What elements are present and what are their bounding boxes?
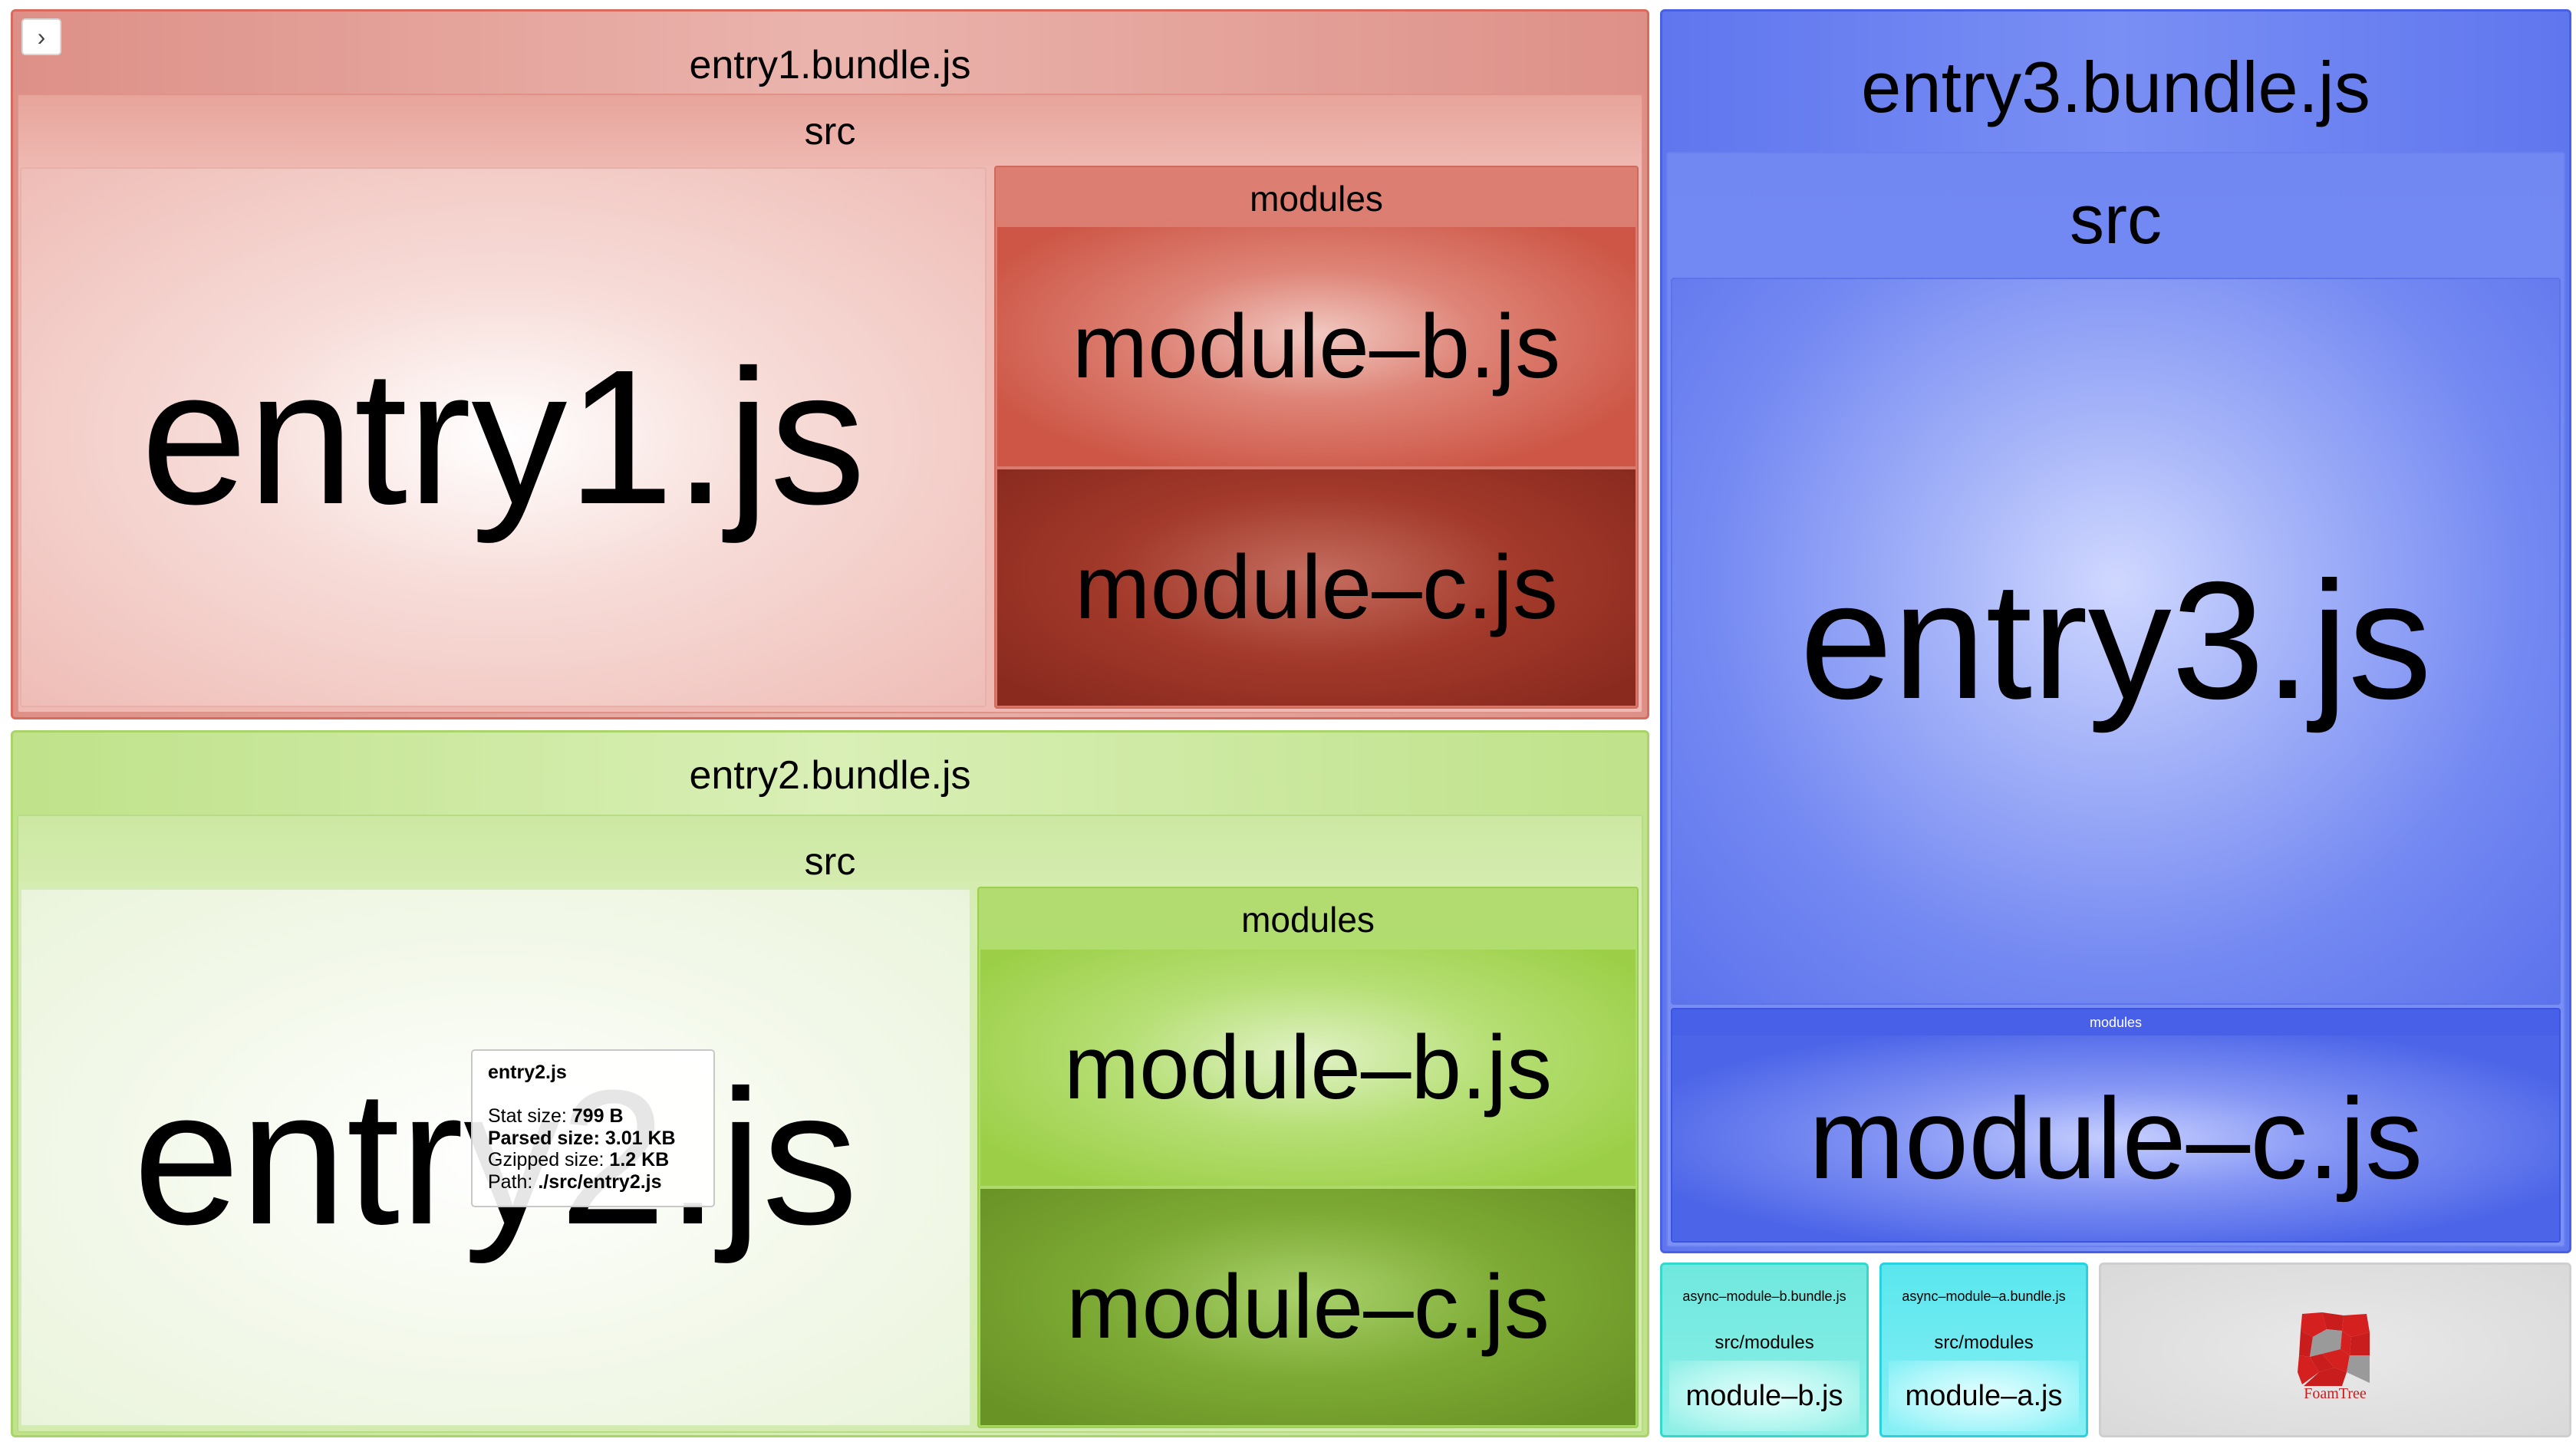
folder-label: src/modules — [1934, 1332, 2034, 1353]
foamtree-logo-icon — [2298, 1312, 2370, 1386]
module-b-async[interactable]: module–b.js — [1669, 1361, 1860, 1431]
tooltip-label: Stat size: — [488, 1105, 567, 1127]
folder-label: src/modules — [1715, 1332, 1814, 1353]
folder-label: src — [2070, 182, 2162, 258]
chevron-right-icon: › — [37, 23, 46, 51]
module-b-entry1[interactable]: module–b.js — [997, 227, 1636, 466]
foamtree-logo-text: FoamTree — [2304, 1385, 2367, 1402]
module-label: entry1.js — [140, 330, 866, 544]
module-c-entry2[interactable]: module–c.js — [980, 1189, 1636, 1425]
tooltip-value: 1.2 KB — [609, 1149, 670, 1171]
module-b-entry2[interactable]: module–b.js — [980, 950, 1636, 1186]
tooltip-label: Path: — [488, 1171, 533, 1193]
tooltip-label: Gzipped size: — [488, 1149, 604, 1171]
tooltip-gzipped-size: Gzipped size: 1.2 KB — [488, 1149, 698, 1171]
tooltip-path: Path: ./src/entry2.js — [488, 1171, 698, 1193]
bundle-title: async–module–a.bundle.js — [1902, 1289, 2066, 1304]
tooltip-stat-size: Stat size: 799 B — [488, 1105, 698, 1128]
module-label: module–a.js — [1905, 1380, 2063, 1412]
bundle-title: async–module–b.bundle.js — [1682, 1289, 1846, 1304]
tooltip-parsed-size: Parsed size: 3.01 KB — [488, 1128, 698, 1150]
tooltip-title: entry2.js — [488, 1062, 567, 1083]
module-label: module–c.js — [1075, 537, 1558, 638]
bundle-title: entry3.bundle.js — [1861, 47, 2370, 127]
module-label: module–b.js — [1685, 1380, 1843, 1412]
module-label: module–c.js — [1808, 1074, 2423, 1203]
tooltip-value: ./src/entry2.js — [538, 1171, 662, 1193]
folder-label: modules — [1250, 179, 1383, 219]
foamtree-logo-tile: FoamTree — [2099, 1263, 2571, 1437]
module-label: module–b.js — [1072, 296, 1561, 397]
tooltip-value: 799 B — [572, 1105, 624, 1127]
bundle-title: entry2.bundle.js — [689, 753, 971, 798]
module-a-async[interactable]: module–a.js — [1889, 1361, 2079, 1431]
module-entry1-js[interactable]: entry1.js — [20, 167, 987, 707]
tooltip: entry2.js Stat size: 799 B Parsed size: … — [471, 1049, 715, 1207]
module-label: module–c.js — [1066, 1256, 1550, 1358]
sidebar-toggle-button[interactable]: › — [21, 18, 61, 55]
folder-label: modules — [2089, 1015, 2143, 1030]
module-c-entry1[interactable]: module–c.js — [997, 469, 1636, 706]
module-label: entry3.js — [1800, 548, 2432, 734]
folder-label: src — [804, 840, 856, 883]
folder-label: modules — [1241, 900, 1375, 940]
module-c-entry3[interactable]: module–c.js — [1672, 1035, 2559, 1241]
tooltip-label: Parsed size: — [488, 1127, 600, 1149]
bundle-title: entry1.bundle.js — [689, 43, 971, 87]
tooltip-value: 3.01 KB — [604, 1127, 676, 1149]
folder-label: src — [804, 110, 856, 153]
module-entry3-js[interactable]: entry3.js — [1671, 278, 2561, 1005]
module-label: module–b.js — [1063, 1017, 1553, 1118]
